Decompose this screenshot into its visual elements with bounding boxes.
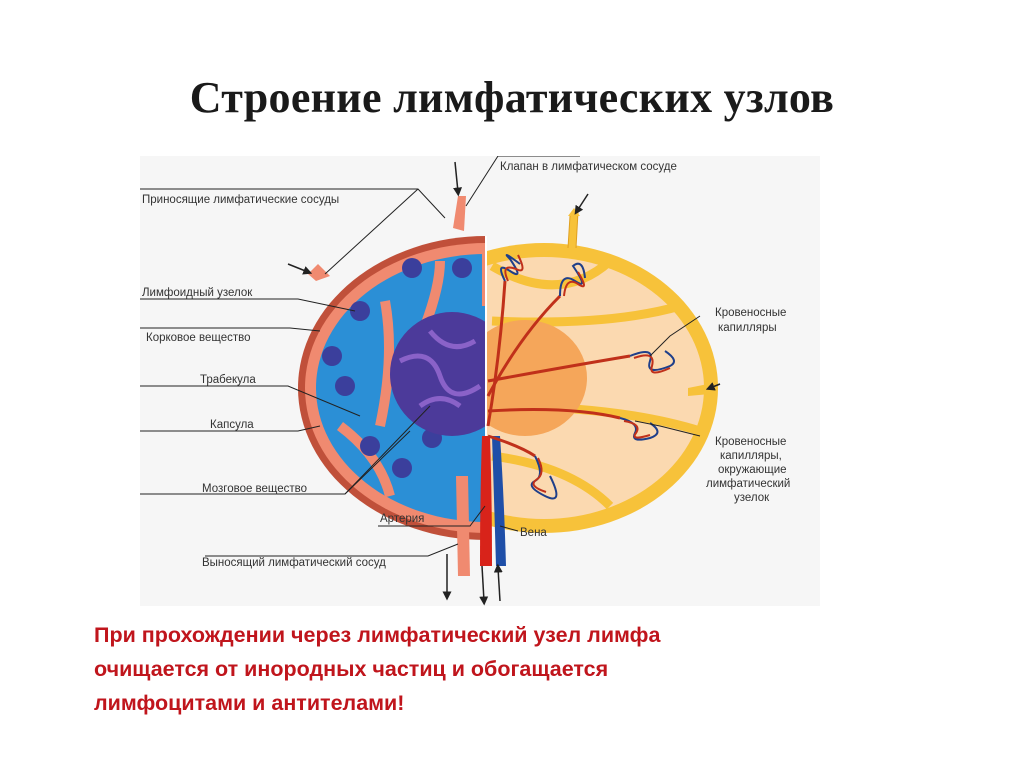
caption: При прохождении через лимфатический узел…: [94, 618, 954, 720]
label-nodule-capillaries-line-3: окружающие: [718, 464, 787, 476]
label-lymphoid-nodule: Лимфоидный узелок: [142, 287, 253, 299]
label-cortex: Корковое вещество: [146, 332, 251, 344]
label-nodule-capillaries-line-5: узелок: [734, 492, 770, 504]
label-blood-capillaries-line-2: капилляры: [718, 322, 777, 334]
label-nodule-capillaries-line-2: капилляры,: [720, 450, 782, 462]
label-medulla: Мозговое вещество: [202, 483, 307, 495]
caption-line-1: При прохождении через лимфатический узел…: [94, 618, 954, 652]
right-afferent-vessel: [568, 212, 578, 248]
lymph-node-diagram: Клапан в лимфатическом сосуде Приносящие…: [140, 156, 820, 606]
label-vein: Вена: [520, 527, 547, 539]
label-artery: Артерия: [380, 513, 424, 525]
label-afferent-vessels: Приносящие лимфатические сосуды: [142, 194, 339, 206]
afferent-vessel-top: [453, 196, 466, 231]
label-nodule-capillaries-line-1: Кровеносные: [715, 436, 786, 448]
slide-title: Строение лимфатических узлов: [0, 72, 1024, 123]
caption-line-3: лимфоцитами и антителами!: [94, 686, 954, 720]
label-efferent-vessel: Выносящий лимфатический сосуд: [202, 557, 386, 569]
label-capsule: Капсула: [210, 419, 254, 431]
label-nodule-capillaries-line-4: лимфатический: [706, 478, 790, 490]
label-blood-capillaries-line-1: Кровеносные: [715, 307, 786, 319]
label-valve: Клапан в лимфатическом сосуде: [500, 161, 677, 173]
label-trabecula: Трабекула: [200, 374, 256, 386]
artery: [480, 436, 492, 566]
lymph-node-illustration: Клапан в лимфатическом сосуде Приносящие…: [140, 156, 820, 606]
caption-line-2: очищается от инородных частиц и обогащае…: [94, 652, 954, 686]
